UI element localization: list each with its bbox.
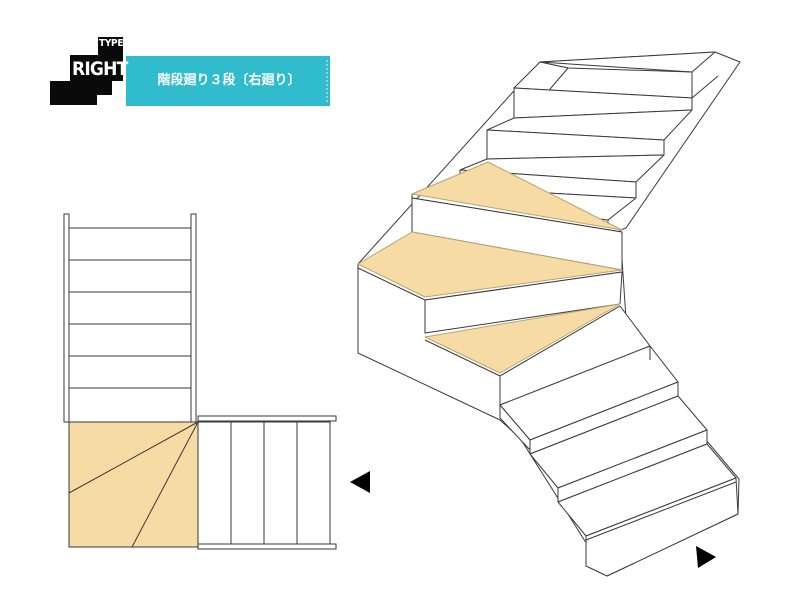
- lower-flight-edge: [585, 481, 737, 541]
- lower-flight-riser: [529, 381, 679, 455]
- plan-right-handrail: [190, 213, 197, 423]
- badge-banner: [126, 56, 330, 106]
- winder-tread-2-nosing: [424, 271, 623, 301]
- left-triangle-arrow-icon: [350, 471, 370, 493]
- winder-riser-2: [424, 271, 623, 334]
- winder-riser-1: [411, 197, 623, 271]
- badge-dark-steps: [50, 37, 123, 105]
- badge-type-text: TYPE: [99, 38, 124, 49]
- badge-title-text: 階段廻り３段〔右廻り〕: [157, 73, 301, 88]
- plan-winder-line: [131, 421, 199, 548]
- plan-lower-flight: [197, 421, 331, 545]
- lower-flight-riser: [585, 477, 739, 577]
- winder-tread-2: [357, 231, 623, 298]
- upper-flight-riser: [486, 129, 665, 160]
- lower-flight-riser: [499, 404, 531, 451]
- upper-flight-tread: [459, 154, 665, 183]
- winder-tread-3: [424, 303, 621, 374]
- right-triangle-arrow-icon: [696, 546, 716, 568]
- upper-flight-edge: [539, 61, 693, 73]
- winder-tread-1: [411, 161, 623, 231]
- lower-flight-riser: [557, 429, 708, 503]
- plan-bottom-handrail: [197, 543, 337, 550]
- lower-flight-tread: [499, 345, 679, 441]
- lower-flight-riser: [499, 305, 651, 406]
- upper-flight-tread: [539, 51, 716, 73]
- upper-flight-riser: [513, 61, 569, 96]
- winder-tread-2-nosing: [357, 267, 426, 301]
- plan-left-handrail: [63, 213, 70, 423]
- upper-flight-tread: [411, 187, 637, 221]
- badge-direction-text: RIGHT: [72, 58, 128, 80]
- upper-flight-outline: [691, 75, 719, 99]
- plan-top-handrail: [197, 415, 337, 422]
- plan-winder-area: [68, 421, 199, 548]
- winder-tread-3-nosing: [424, 339, 501, 377]
- upper-flight-edge: [513, 87, 693, 99]
- lower-flight-tread: [529, 395, 708, 489]
- stair-side-wall: [357, 51, 741, 577]
- lower-flight-tread: [557, 443, 737, 537]
- winder-tread-1-nosing: [411, 197, 623, 233]
- upper-flight-riser: [513, 87, 693, 119]
- plan-winder-line: [68, 421, 199, 494]
- upper-flight-tread: [486, 109, 693, 141]
- upper-flight-riser: [459, 169, 637, 199]
- type-badge: TYPE RIGHT 階段廻り３段〔右廻り〕: [0, 0, 340, 110]
- winder-tread-3-nosing: [499, 305, 621, 377]
- badge-graphic: [50, 37, 330, 106]
